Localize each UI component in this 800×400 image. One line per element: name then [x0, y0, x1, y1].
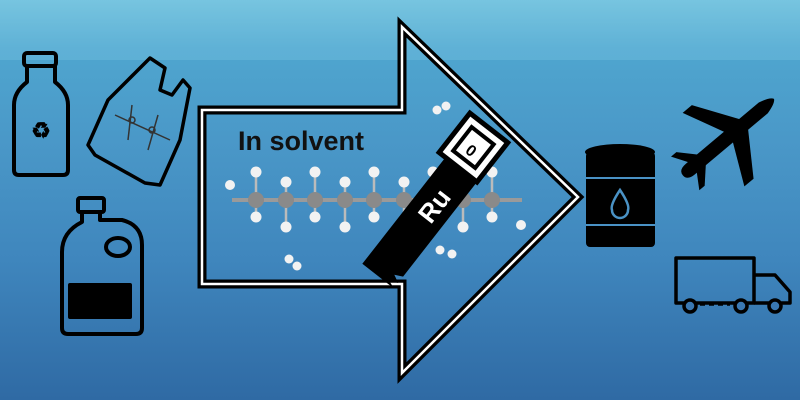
- carbon-atom: [337, 192, 353, 208]
- plastic-bag-icon: [86, 56, 192, 187]
- hydrogen-atom: [457, 221, 469, 233]
- carbon-atom: [278, 192, 294, 208]
- hydrogen-atom: [398, 176, 410, 188]
- polyethylene-molecule: [225, 166, 526, 233]
- hydrogen-atom: [339, 176, 351, 188]
- process-arrow: [197, 16, 585, 384]
- hydrogen-atom: [250, 211, 262, 223]
- truck-icon: [674, 256, 792, 314]
- carbon-atom: [307, 192, 323, 208]
- hydrogen-atom: [516, 220, 526, 230]
- hydrogen-atom: [280, 176, 292, 188]
- carbon-atom: [396, 192, 412, 208]
- svg-text:♻: ♻: [31, 118, 51, 143]
- hydrogen-atom: [486, 211, 498, 223]
- hydrogen-atom: [368, 166, 380, 178]
- hydrogen-atom: [339, 221, 351, 233]
- ethylene-structure-icon: [114, 104, 171, 151]
- carbon-atom: [366, 192, 382, 208]
- carbon-atom: [484, 192, 500, 208]
- hydrogen-atom: [225, 180, 235, 190]
- hydrogen-atom: [250, 166, 262, 178]
- hydrogen-atom: [368, 211, 380, 223]
- process-label: In solvent: [238, 126, 364, 156]
- hydrogen-molecules: [284, 101, 457, 271]
- hydrogen-atom: [280, 221, 292, 233]
- airplane-icon: [671, 98, 775, 191]
- carbon-atom: [248, 192, 264, 208]
- oil-barrel-icon: [585, 144, 655, 247]
- hydrogen-atom: [309, 211, 321, 223]
- hydrogen-atom: [309, 166, 321, 178]
- recycled-bottle-icon: ♻: [12, 51, 70, 177]
- plastic-jug-icon: [60, 196, 144, 336]
